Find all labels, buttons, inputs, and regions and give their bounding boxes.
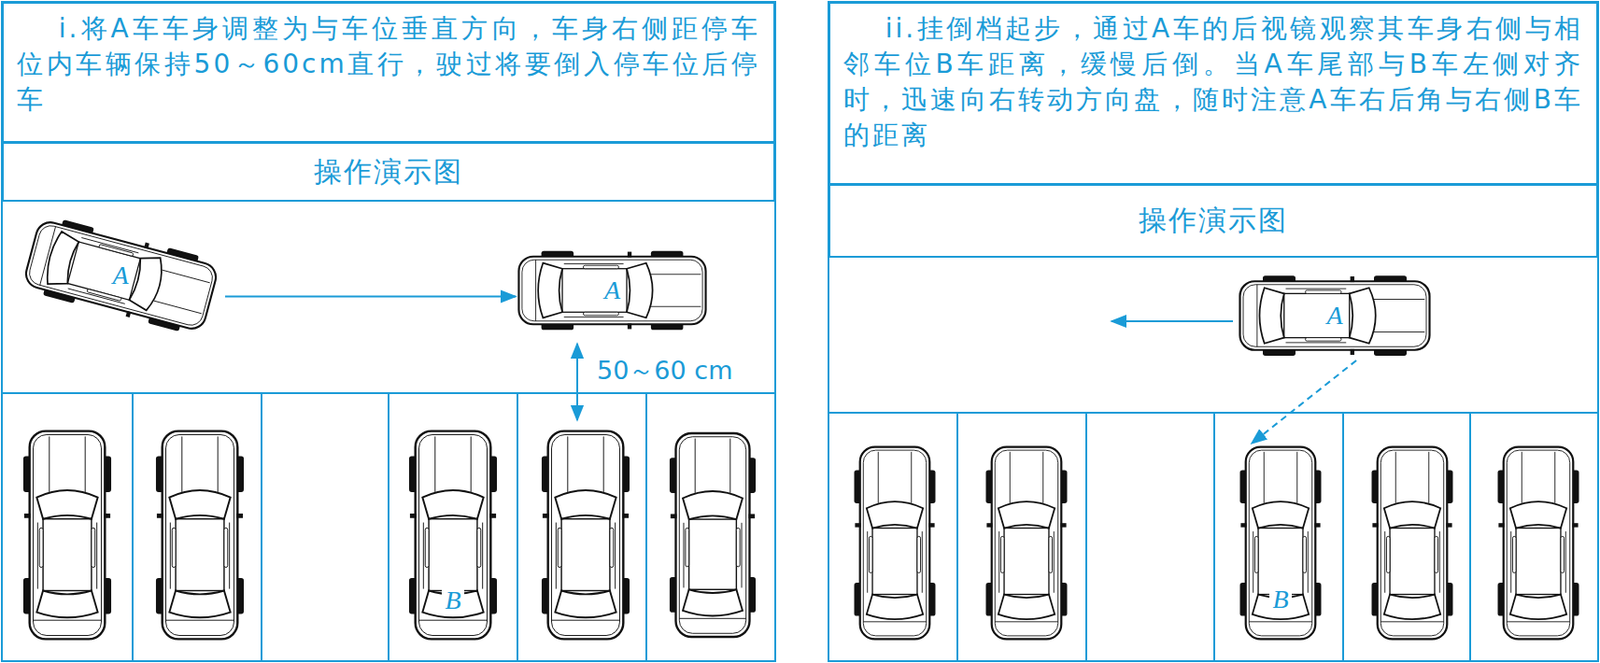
step-text: i.将A车车身调整为与车位垂直方向，车身右侧距停车位内车辆保持50～60cm直行… (16, 11, 761, 118)
car-letter: B (441, 586, 464, 615)
car-letter: A (1323, 301, 1346, 330)
car-a: A (1236, 270, 1433, 361)
dimension-label: 50～60 cm (594, 353, 736, 388)
band-title: 操作演示图 (313, 153, 464, 192)
band-title: 操作演示图 (1138, 201, 1289, 241)
car-b: B (408, 426, 498, 644)
car-letter: A (601, 276, 624, 305)
path-arrow (1251, 360, 1357, 444)
distance-arrow (576, 343, 579, 421)
step-text: ii.挂倒档起步，通过A车的后视镜观察其车身右侧与相邻车位B车距离，缓慢后倒。当… (843, 11, 1584, 154)
car-letter: B (1269, 585, 1291, 614)
demo-band: 操作演示图 (828, 184, 1599, 258)
car-a: A (515, 241, 709, 340)
car-b: B (1236, 443, 1325, 643)
reverse-arrow (1111, 320, 1233, 323)
car-a-tilted: A (15, 205, 226, 346)
car-letter: A (109, 261, 131, 290)
instruction-box: ii.挂倒档起步，通过A车的后视镜观察其车身右侧与相邻车位B车距离，缓慢后倒。当… (828, 1, 1599, 185)
demo-band: 操作演示图 (1, 141, 776, 202)
parked-cars (23, 431, 1580, 640)
instruction-box: i.将A车车身调整为与车位垂直方向，车身右侧距停车位内车辆保持50～60cm直行… (1, 1, 776, 143)
move-arrow (225, 296, 516, 298)
